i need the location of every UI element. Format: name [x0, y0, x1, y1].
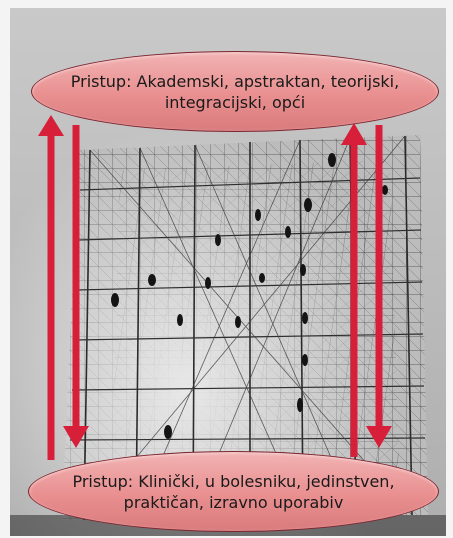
bottom-approach-ellipse: Pristup: Klinički, u bolesniku, jedinstv… — [28, 451, 439, 532]
top-approach-line-2: integracijski, opći — [164, 92, 306, 112]
bottom-approach-line-1: Pristup: Klinički, u bolesniku, jedinstv… — [72, 471, 395, 491]
top-approach-line-1: Pristup: Akademski, apstraktan, teorijsk… — [70, 71, 400, 91]
top-approach-ellipse: Pristup: Akademski, apstraktan, teorijsk… — [31, 51, 439, 132]
bottom-approach-line-2: praktičan, izravno uporabiv — [123, 492, 344, 512]
